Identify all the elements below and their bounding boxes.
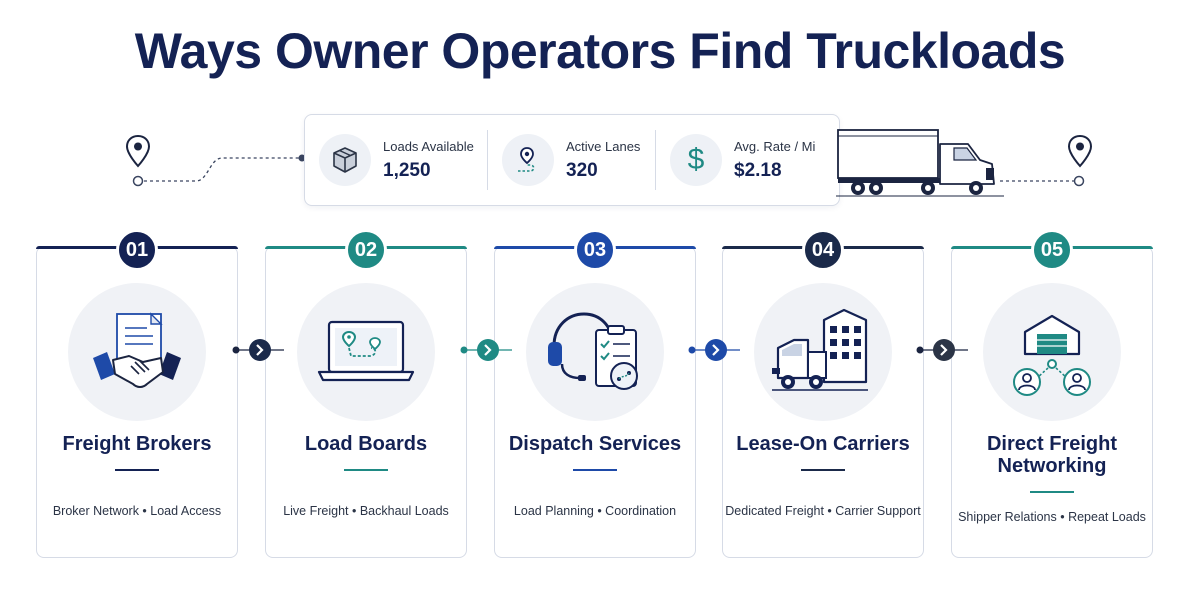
stat-loads-available: Loads Available 1,250 <box>305 130 487 190</box>
divider <box>573 469 617 471</box>
card-subtitle: Shipper Relations • Repeat Loads <box>958 510 1146 524</box>
card-title: Direct Freight Networking <box>952 433 1152 477</box>
stat-avg-rate: $ Avg. Rate / Mi $2.18 <box>655 130 835 190</box>
card-title: Lease-On Carriers <box>736 433 910 455</box>
card-lease-on-carriers: 04 Lease-On Carriers Dedicated Freight •… <box>722 229 924 558</box>
chevron-right-icon <box>232 339 284 361</box>
step-badge: 03 <box>574 229 616 271</box>
card-subtitle: Broker Network • Load Access <box>52 504 222 518</box>
handshake-icon <box>68 283 206 421</box>
card-load-boards: 02 Load Boards Live Freight • Backhaul L… <box>265 229 467 558</box>
chevron-right-icon <box>916 339 968 361</box>
stats-panel: Loads Available 1,250 Active Lanes 320 $… <box>304 114 840 206</box>
card-title-line: Networking <box>997 455 1107 477</box>
chevron-right-icon <box>688 339 740 361</box>
card-title: Dispatch Services <box>508 433 682 455</box>
card-title: Freight Brokers <box>62 433 212 455</box>
stat-active-lanes: Active Lanes 320 <box>487 130 655 190</box>
card-dispatch-services: 03 Dispatch Services Load Planning • Coo… <box>494 229 696 558</box>
divider <box>801 469 845 471</box>
step-badge: 05 <box>1031 229 1073 271</box>
dollar-icon: $ <box>670 134 722 186</box>
location-pin-icon <box>1067 134 1093 168</box>
stat-label: Active Lanes <box>566 138 641 154</box>
step-badge: 04 <box>802 229 844 271</box>
card-title-line: Direct Freight <box>986 433 1118 455</box>
divider <box>344 469 388 471</box>
stat-value: $2.18 <box>734 159 782 181</box>
stat-label: Avg. Rate / Mi <box>734 138 816 154</box>
divider <box>115 469 159 471</box>
card-title: Load Boards <box>304 433 428 455</box>
route-icon <box>502 134 554 186</box>
stat-label: Loads Available <box>383 138 474 154</box>
step-badge: 02 <box>345 229 387 271</box>
page-title: Ways Owner Operators Find Truckloads <box>134 23 1066 79</box>
truck-building-icon <box>754 283 892 421</box>
headset-checklist-icon <box>526 283 664 421</box>
location-pin-icon <box>125 134 151 168</box>
divider <box>1030 491 1074 493</box>
box-icon <box>319 134 371 186</box>
card-subtitle: Live Freight • Backhaul Loads <box>283 504 449 518</box>
stat-value: 320 <box>566 159 598 181</box>
semi-truck-icon <box>836 129 1004 197</box>
stat-value: 1,250 <box>383 159 431 181</box>
step-badge: 01 <box>116 229 158 271</box>
chevron-right-icon <box>460 339 512 361</box>
laptop-map-icon <box>297 283 435 421</box>
card-subtitle: Load Planning • Coordination <box>513 504 677 518</box>
card-direct-freight-networking: 05 Direct Freight Networking Shipper Rel… <box>951 229 1153 558</box>
warehouse-network-icon <box>983 283 1121 421</box>
card-freight-brokers: 01 Freight Brokers Broker Network • Load… <box>36 229 238 558</box>
card-subtitle: Dedicated Freight • Carrier Support <box>725 504 921 518</box>
